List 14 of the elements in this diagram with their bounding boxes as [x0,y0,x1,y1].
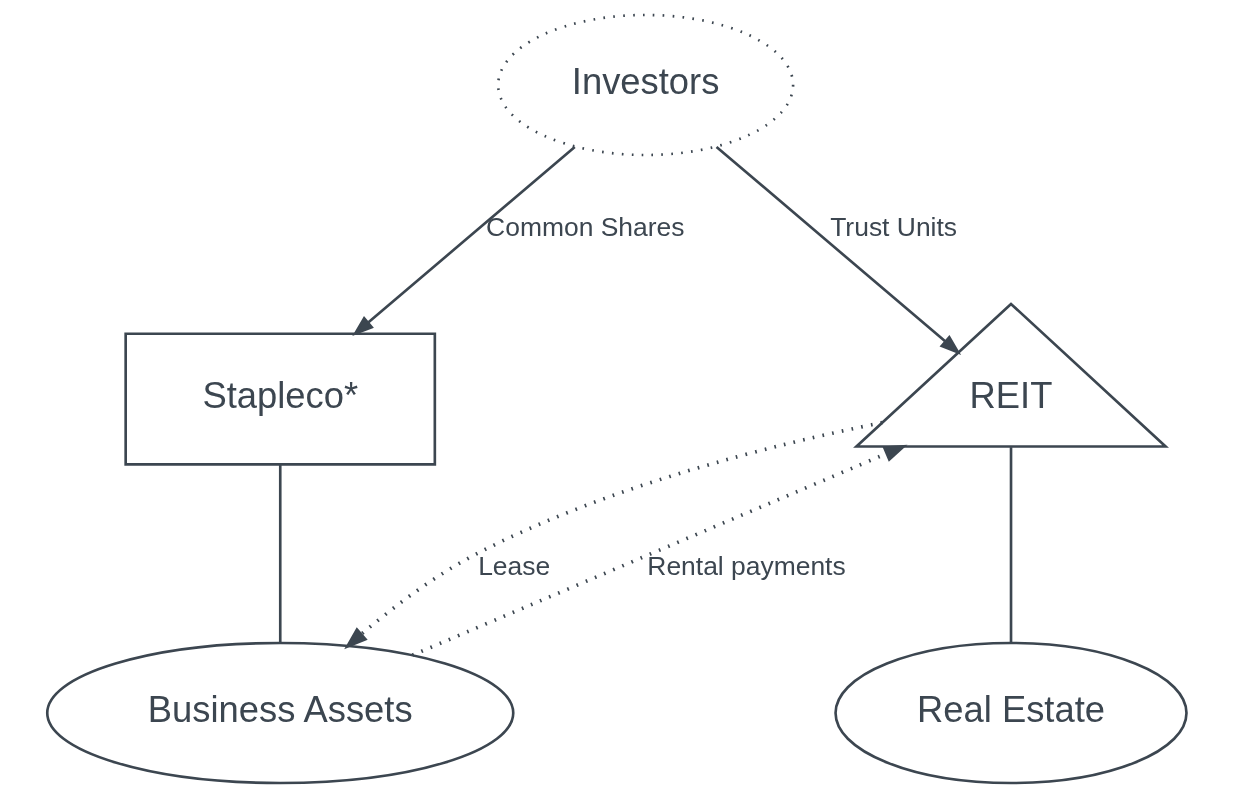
node-ellipse: Business Assets [45,641,515,785]
arrow [352,145,576,337]
arrow [411,444,908,657]
connector [278,465,282,643]
arrow [715,145,962,355]
connector [1009,447,1013,643]
edge-label: Common Shares [486,211,685,242]
edge-label: Lease [478,550,551,581]
node-ellipse: Real Estate [834,641,1188,785]
node-box: Stapleco* [124,332,437,466]
edge-label: Rental payments [647,550,846,581]
edge-label: Trust Units [830,211,958,242]
arrow [344,420,883,650]
node-ellipse: Investors [496,13,795,157]
